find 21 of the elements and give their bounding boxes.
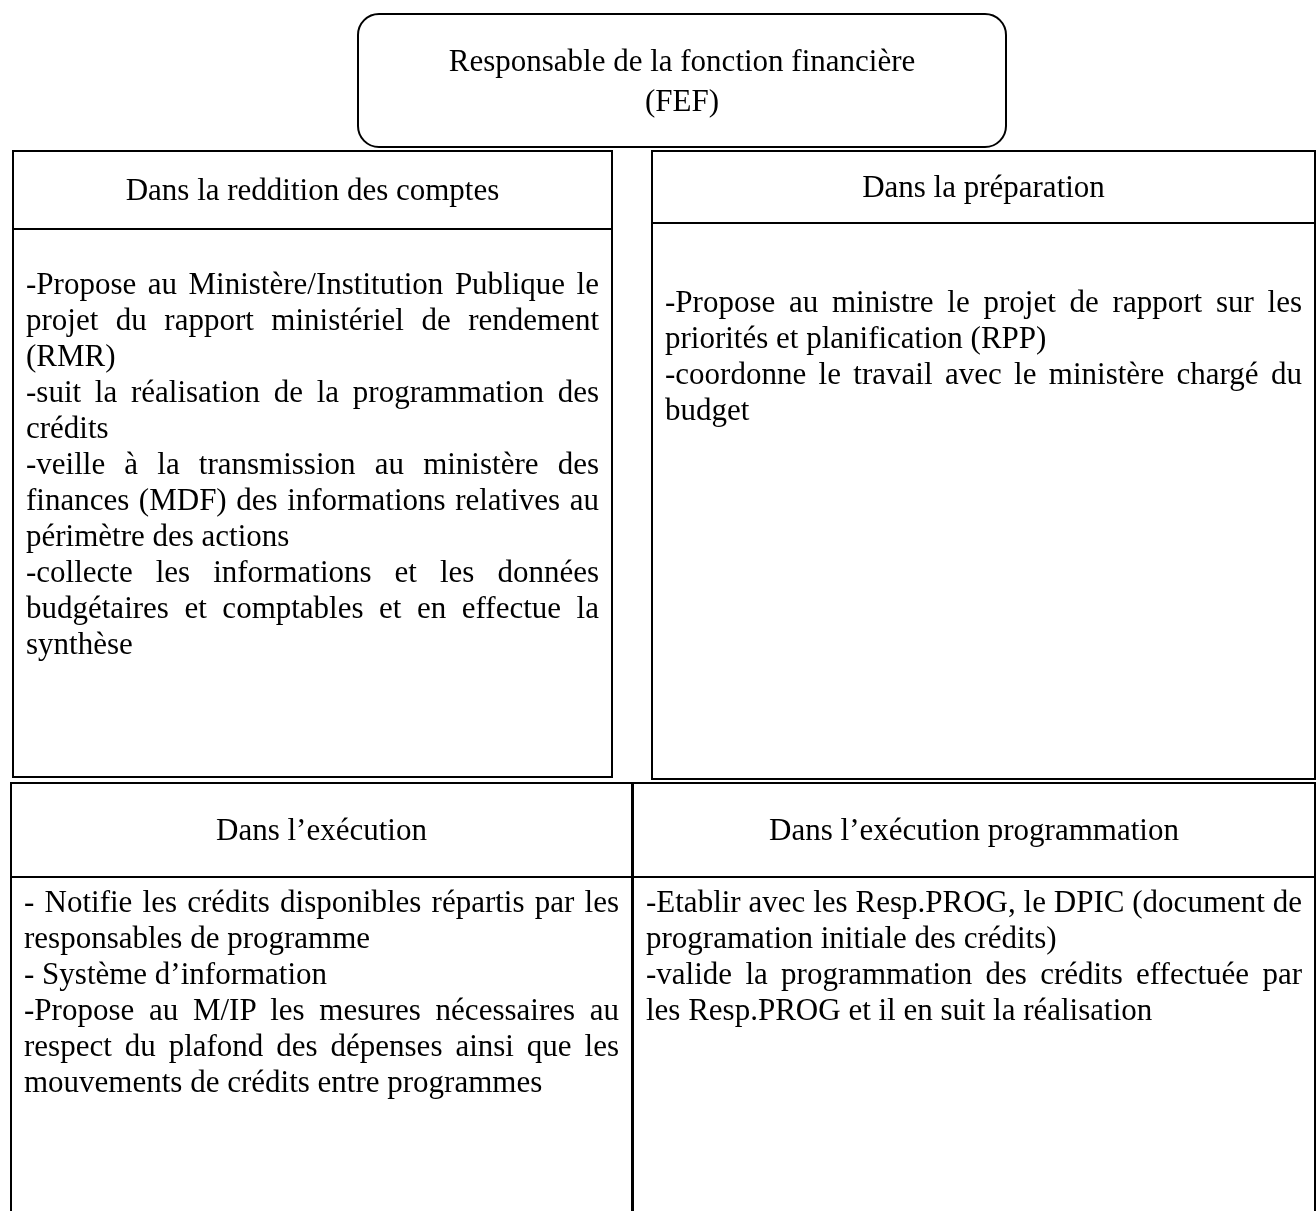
bullet-text: -coordonne le travail avec le ministère chargé du budget: [665, 356, 1302, 428]
bullet-text: -valide la programmation des crédits effectuée par les Resp.PROG et il en suit la réalisation: [646, 956, 1302, 1028]
bullet-text: - Système d’information: [24, 956, 329, 992]
section-heading: Dans la reddition des comptes: [125, 172, 500, 208]
section-box: [12, 150, 613, 778]
section-heading: Dans l’exécution programmation: [769, 812, 1179, 848]
bullet-text: -Propose au ministre le projet de rapport sur les priorités et planification (RPP): [665, 284, 1302, 356]
bullet-text: -veille à la transmission au ministère des finances (MDF) des informations relatives au périmètre des actions: [26, 446, 599, 554]
section-heading: Dans la préparation: [862, 169, 1105, 205]
title-box: [357, 13, 1007, 148]
section-box: [632, 782, 1316, 1211]
bullet-text: - Notifie les crédits disponibles répartis par les responsables de programme: [24, 884, 619, 956]
bullet-text: -collecte les informations et les données budgétaires et comptables et en effectue la synthèse: [26, 554, 599, 662]
section-box: [651, 150, 1316, 780]
bullet-text: -suit la réalisation de la programmation des crédits: [26, 374, 599, 446]
section-heading: Dans l’exécution: [216, 812, 427, 848]
bullet-text: -Propose au Ministère/Institution Publique le projet du rapport ministériel de rendement (RMR): [26, 266, 599, 374]
section-box: [10, 782, 633, 1211]
bullet-text: -Etablir avec les Resp.PROG, le DPIC (document de programation initiale des crédits): [646, 884, 1302, 956]
bullet-text: -Propose au M/IP les mesures nécessaires au respect du plafond des dépenses ainsi que les mouvements de crédits entre programmes: [24, 992, 619, 1100]
title-text: Responsable de la fonction financière (FEF): [447, 41, 917, 120]
